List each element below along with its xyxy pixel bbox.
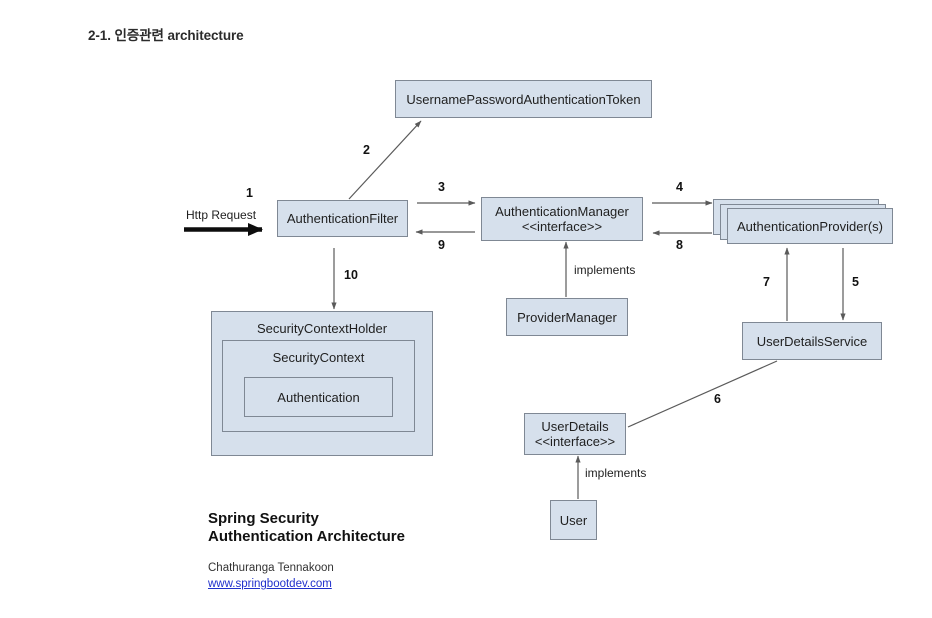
node-user-details-service[interactable]: UserDetailsService [742, 322, 882, 360]
node-authentication-manager[interactable]: AuthenticationManager <<interface>> [481, 197, 643, 241]
step-number-10: 10 [344, 268, 358, 282]
node-user[interactable]: User [550, 500, 597, 540]
step-number-4: 4 [676, 180, 683, 194]
node-user-details[interactable]: UserDetails <<interface>> [524, 413, 626, 455]
caption-author: Chathuranga Tennakoon [208, 562, 334, 574]
label-http-request: Http Request [186, 208, 257, 222]
security-context-holder-label: SecurityContextHolder [256, 321, 388, 336]
step-number-8: 8 [676, 238, 683, 252]
page-title: 2-1. 인증관련 architecture [88, 28, 244, 43]
node-provider-manager[interactable]: ProviderManager [506, 298, 628, 336]
step-number-5: 5 [852, 275, 859, 289]
caption-title: Spring Security Authentication Architect… [208, 510, 405, 545]
security-context-label: SecurityContext [272, 350, 365, 365]
step-number-9: 9 [438, 238, 445, 252]
caption-link[interactable]: www.springbootdev.com [208, 578, 332, 590]
step-number-2: 2 [363, 143, 370, 157]
node-authentication-provider[interactable]: AuthenticationProvider(s) [727, 208, 893, 244]
node-authentication[interactable]: Authentication [244, 377, 393, 417]
step-number-6: 6 [714, 392, 721, 406]
node-username-password-authentication-token[interactable]: UsernamePasswordAuthenticationToken [395, 80, 652, 118]
step-number-3: 3 [438, 180, 445, 194]
node-authentication-filter[interactable]: AuthenticationFilter [277, 200, 408, 237]
label-implements-user: implements [585, 466, 647, 480]
step-number-7: 7 [763, 275, 770, 289]
step-number-1: 1 [246, 186, 253, 200]
label-implements-provider-manager: implements [574, 263, 636, 277]
